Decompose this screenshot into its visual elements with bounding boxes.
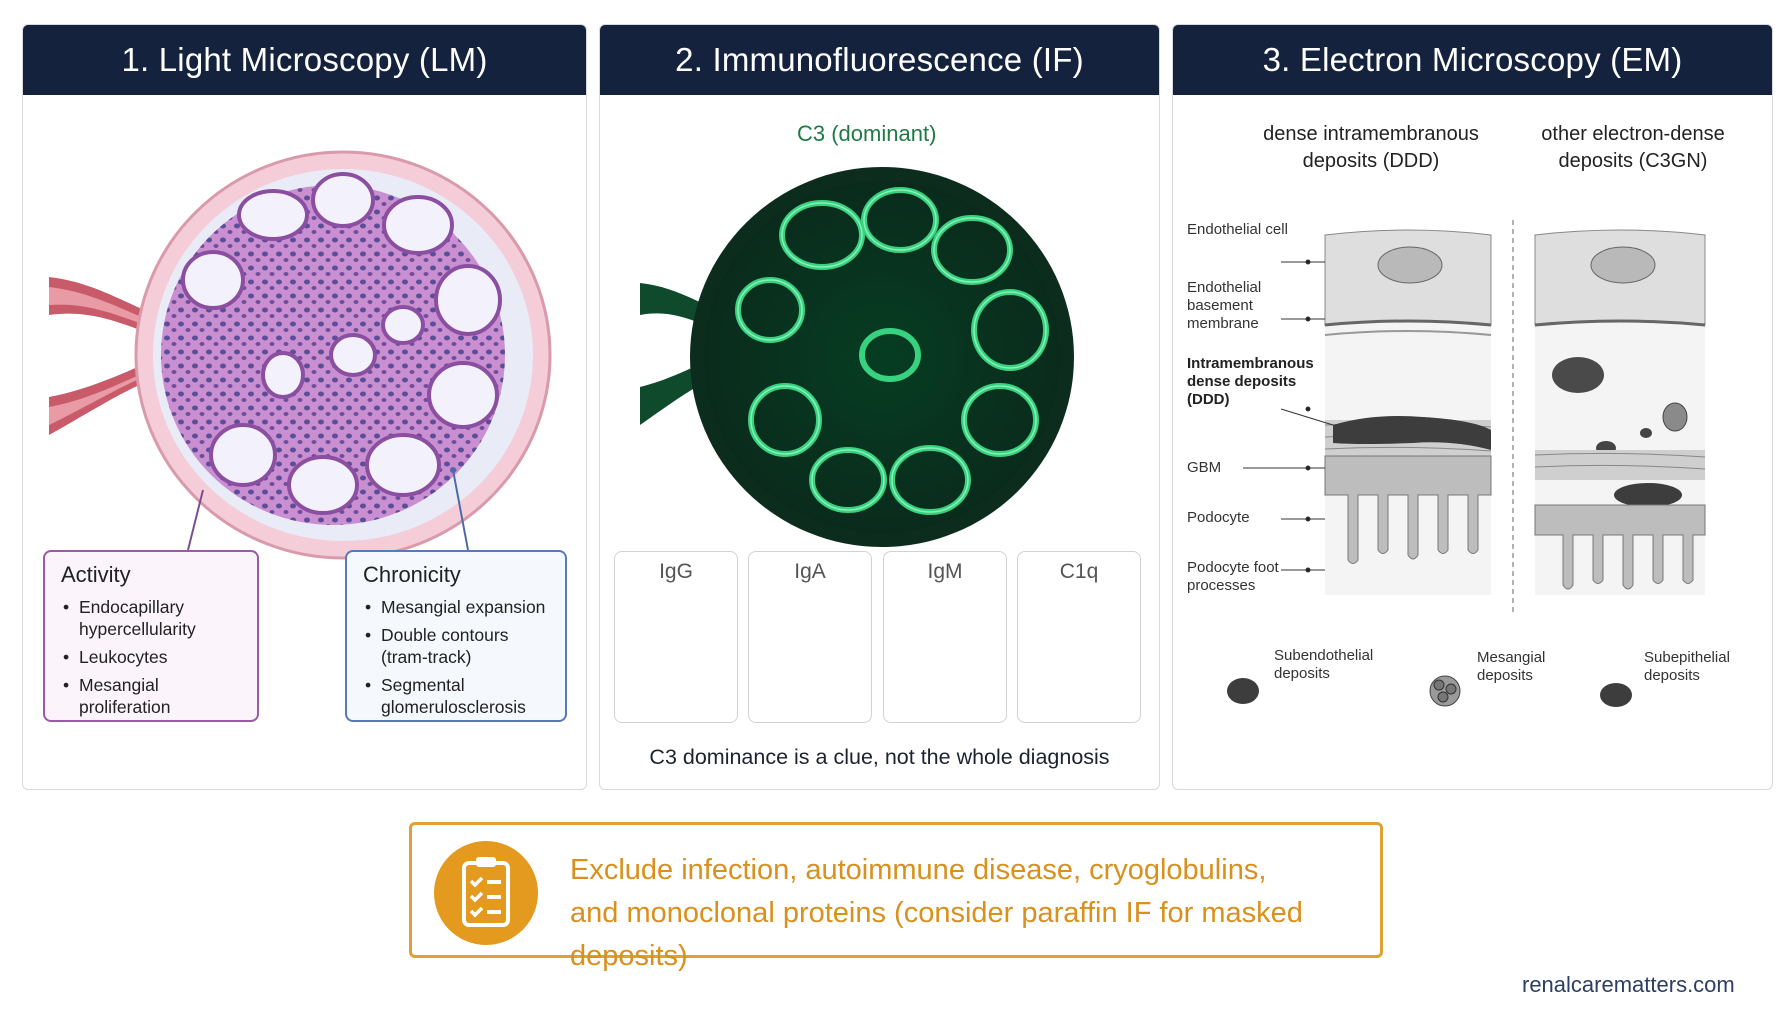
panel-electron-microscopy: 3. Electron Microscopy (EM) dense intram…	[1172, 24, 1773, 790]
stain-label: C1q	[1059, 560, 1099, 583]
stain-label: IgG	[659, 560, 693, 583]
em-col-title-c3gn: other electron-dense deposits (C3GN)	[1541, 123, 1725, 172]
mesangial-deposit-icon	[1429, 675, 1461, 707]
chronicity-item: Mesangial expansion	[363, 596, 549, 618]
exclusion-warning-box: Exclude infection, autoimmune disease, c…	[409, 822, 1383, 972]
chronicity-item: Segmental glomerulosclerosis	[363, 674, 549, 718]
panel-light-microscopy: 1. Light Microscopy (LM)	[22, 24, 587, 790]
em-label-endothelial-cell: Endothelial cell	[1187, 221, 1288, 238]
subepithelial-deposit-icon	[1600, 683, 1632, 707]
em-illustration	[1227, 220, 1706, 707]
warning-line-2: and monoclonal proteins (consider paraff…	[570, 897, 1303, 972]
activity-box: Activity Endocapillary hypercellularity …	[43, 550, 259, 722]
em-label-gbm: GBM	[1187, 459, 1222, 476]
chronicity-item: Double contours (tram-track)	[363, 624, 549, 668]
if-caption: C3 dominance is a clue, not the whole di…	[649, 745, 1110, 769]
legend-subepithelial: Subepithelial deposits	[1644, 649, 1730, 684]
em-label-podocyte: Podocyte	[1187, 509, 1250, 526]
stain-card-iga: IgA	[748, 551, 872, 723]
em-label-foot-processes: Podocyte foot processes	[1187, 559, 1279, 594]
em-col-c3gn	[1534, 229, 1706, 595]
chronicity-title: Chronicity	[363, 562, 461, 587]
chronicity-box: Chronicity Mesangial expansion Double co…	[345, 550, 567, 722]
em-label-endothelial-bm: Endothelial basement membrane	[1187, 279, 1262, 332]
activity-item: Leukocytes	[61, 646, 241, 668]
stain-label: IgA	[794, 560, 826, 583]
panel-immunofluorescence: 2. Immunofluorescence (IF) C3 (dominant)	[599, 24, 1160, 790]
stain-card-c1q: C1q	[1017, 551, 1141, 723]
panel-title-if: 2. Immunofluorescence (IF)	[600, 25, 1159, 95]
panel-title-lm: 1. Light Microscopy (LM)	[23, 25, 586, 95]
activity-item: Endocapillary hypercellularity	[61, 596, 241, 640]
footer-website[interactable]: renalcarematters.com	[1522, 972, 1735, 997]
stain-card-igm: IgM	[883, 551, 1007, 723]
warning-text: Exclude infection, autoimmune disease, c…	[570, 849, 1380, 978]
c3-dominant-label: C3 (dominant)	[797, 121, 937, 146]
warning-line-1: Exclude infection, autoimmune disease, c…	[570, 854, 1267, 886]
activity-item: Mesangial proliferation	[61, 674, 241, 718]
activity-title: Activity	[61, 562, 131, 587]
clipboard-checklist-icon	[434, 841, 538, 945]
em-col-ddd	[1324, 229, 1492, 595]
stain-label: IgM	[927, 560, 963, 583]
em-col-title-ddd: dense intramembranous deposits (DDD)	[1263, 123, 1479, 172]
legend-mesangial: Mesangial deposits	[1477, 649, 1546, 684]
subendothelial-deposit-icon	[1227, 678, 1259, 704]
legend-subendothelial: Subendothelial deposits	[1274, 647, 1374, 682]
em-label-intramembranous-deposits: Intramembranous dense deposits (DDD)	[1187, 355, 1314, 408]
stain-card-igg: IgG	[614, 551, 738, 723]
glomerulus-if-illustration	[626, 167, 1127, 702]
panel-title-em: 3. Electron Microscopy (EM)	[1173, 25, 1772, 95]
glomerulus-lm-illustration	[49, 150, 552, 560]
